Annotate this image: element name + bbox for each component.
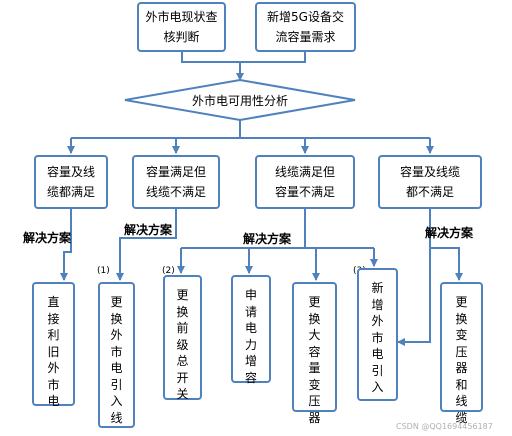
arrow-to-solution-7 — [430, 247, 463, 281]
category-box-both-insufficient: 容量及线缆都不满足 — [378, 155, 482, 209]
marker-1: (1) — [97, 266, 110, 276]
top-box-status-check: 外市电现状查核判断 — [137, 2, 226, 52]
connector-top-right-to-decision — [240, 52, 306, 63]
category-box-capacity-insufficient: 线缆满足但容量不满足 — [255, 155, 355, 209]
solution-reuse-text: 直接利旧外市电 — [47, 295, 60, 408]
solution-label-3: 解决方案 — [243, 232, 292, 246]
category-capacity-insufficient-text: 线缆满足但容量不满足 — [274, 165, 335, 199]
csdn-watermark: CSDN @QQ1694456187 — [396, 422, 493, 431]
solution-replace-transformer-text: 更换大容量变压器 — [308, 295, 321, 425]
arrow-top-left-to-decision — [181, 52, 244, 81]
top-box-new-demand: 新增5G设备交流容量需求 — [255, 2, 356, 52]
decision-label: 外市电可用性分析 — [191, 94, 288, 108]
category-both-insufficient-text: 容量及线缆都不满足 — [399, 165, 460, 199]
arrow-to-solution-1 — [60, 209, 72, 281]
solution-replace-switch-text: 更换前级总开关 — [176, 288, 189, 401]
category-cable-insufficient-text: 容量满足但线缆不满足 — [145, 165, 206, 199]
top-box-new-demand-text: 新增5G设备交流容量需求 — [267, 10, 344, 44]
solution-label-1: 解决方案 — [23, 231, 72, 245]
solution-box-reuse: 直接利旧外市电 — [32, 282, 75, 408]
top-box-status-check-text: 外市电现状查核判断 — [145, 10, 218, 44]
solution-box-apply-capacity: 申请电力增容 — [231, 275, 271, 385]
solution-box-replace-transformer: 更换大容量变压器 — [292, 282, 337, 425]
arrow-to-solution-2 — [116, 209, 177, 281]
solution-box-replace-cable: 更换外市电引入线 — [98, 282, 135, 428]
solution-replace-both-text: 更换变压器和线缆 — [455, 295, 468, 425]
solution-box-replace-switch: 更换前级总开关 — [163, 275, 202, 401]
solution-new-supply-text: 新增外市电引入 — [371, 281, 384, 394]
category-box-both-ok: 容量及线缆都满足 — [34, 155, 108, 209]
solution-label-2: 解决方案 — [124, 223, 173, 237]
solution-replace-cable-text: 更换外市电引入线 — [110, 295, 123, 425]
arrow-category-4-to-solution-6 — [397, 209, 431, 346]
category-both-ok-text: 容量及线缆都满足 — [46, 165, 95, 199]
solution-box-replace-both: 更换变压器和线缆 — [440, 282, 483, 425]
solution-apply-capacity-text: 申请电力增容 — [244, 288, 257, 385]
category-box-cable-insufficient: 容量满足但线缆不满足 — [132, 155, 220, 209]
solution-box-new-supply: 新增外市电引入 — [357, 268, 398, 401]
solution-label-4: 解决方案 — [425, 226, 474, 240]
marker-2: (2) — [162, 266, 175, 276]
